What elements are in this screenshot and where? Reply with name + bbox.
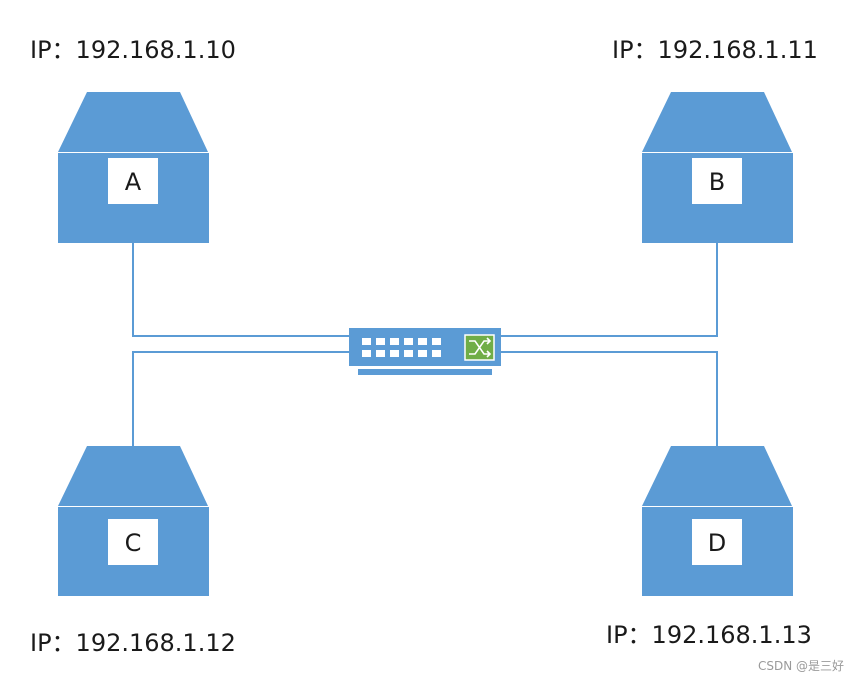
host-d: D IP：192.168.1.13	[606, 446, 812, 649]
host-letter-b: B	[709, 168, 725, 196]
link-b-switch	[500, 243, 718, 337]
switch-base	[358, 369, 492, 375]
link-d-switch	[500, 351, 718, 446]
host-c-ip: IP：192.168.1.12	[30, 629, 236, 657]
link-a-switch	[132, 243, 350, 337]
host-roof	[642, 92, 792, 152]
switch-ports	[362, 338, 441, 357]
host-letter-d: D	[708, 529, 726, 557]
host-roof	[58, 446, 208, 506]
host-label-box	[692, 519, 742, 565]
connection-lines	[132, 243, 718, 446]
host-d-ip: IP：192.168.1.13	[606, 621, 812, 649]
switch-shuffle-icon	[469, 337, 492, 358]
network-switch-icon	[349, 328, 501, 375]
host-b: B IP：192.168.1.11	[612, 36, 818, 243]
link-c-switch	[132, 351, 350, 446]
host-label-box	[108, 519, 158, 565]
host-c: C IP：192.168.1.12	[30, 446, 236, 657]
host-b-ip: IP：192.168.1.11	[612, 36, 818, 64]
host-label-box	[108, 158, 158, 204]
host-a-ip: IP：192.168.1.10	[30, 36, 236, 64]
host-letter-a: A	[125, 168, 142, 196]
host-a: A IP：192.168.1.10	[30, 36, 236, 243]
host-roof	[58, 92, 208, 152]
watermark: CSDN @是三好	[757, 659, 844, 673]
host-label-box	[692, 158, 742, 204]
host-letter-c: C	[125, 529, 142, 557]
host-roof	[642, 446, 792, 506]
